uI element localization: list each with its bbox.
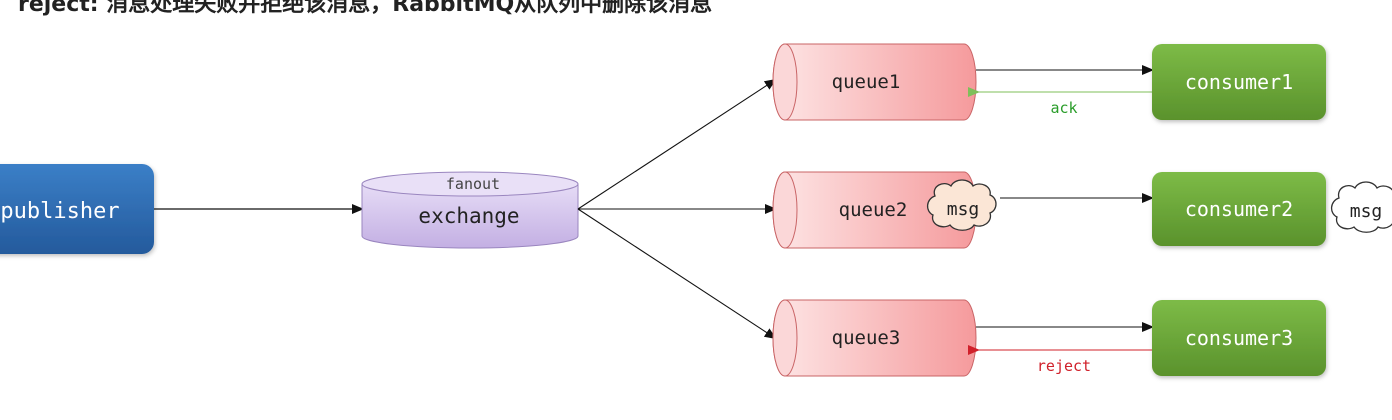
queue1-label: queue1 <box>832 71 901 93</box>
consumer3-label: consumer3 <box>1185 326 1293 350</box>
publisher-label: publisher <box>0 199 119 224</box>
edge-exchange-queue1 <box>577 78 777 210</box>
publisher-node: publisher <box>0 164 154 254</box>
message-cloud-consumer2: msg <box>1330 181 1392 233</box>
consumer2-label: consumer2 <box>1185 197 1293 221</box>
exchange-type-label: fanout <box>446 175 500 193</box>
header-text: reject: 消息处理失败并拒绝该消息，RabbitMQ从队列中删除该消息 <box>18 0 713 17</box>
consumer1-node: consumer1 <box>1152 44 1326 120</box>
queue3-node: queue3 <box>772 299 977 377</box>
message-label-consumer2: msg <box>1350 201 1383 222</box>
consumer1-label: consumer1 <box>1185 70 1293 94</box>
queue2-label: queue2 <box>839 199 908 221</box>
queue3-label: queue3 <box>832 327 901 349</box>
ack-label: ack <box>1050 99 1077 117</box>
queue1-node: queue1 <box>772 43 977 121</box>
message-label-queue2: msg <box>947 199 980 220</box>
consumer2-node: consumer2 <box>1152 172 1326 246</box>
edge-exchange-queue3 <box>577 208 777 340</box>
consumer3-node: consumer3 <box>1152 300 1326 376</box>
message-cloud-queue2: msg <box>926 179 997 231</box>
exchange-node: fanout exchange <box>361 171 579 249</box>
exchange-label: exchange <box>418 204 519 228</box>
reject-label: reject <box>1037 357 1091 375</box>
